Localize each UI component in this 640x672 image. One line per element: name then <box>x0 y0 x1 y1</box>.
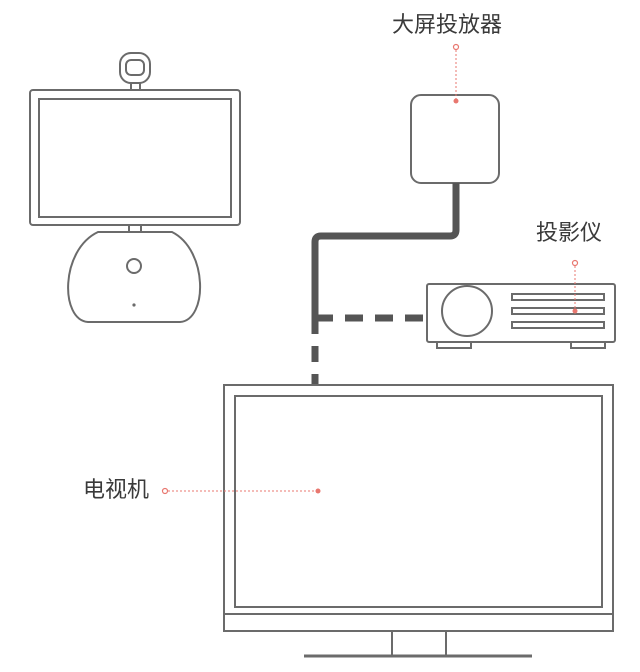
tv-label: 电视机 <box>83 478 150 503</box>
projector-foot <box>436 341 472 349</box>
tv-device <box>223 384 614 658</box>
leader-tv <box>161 487 321 495</box>
projector-vent <box>511 307 605 315</box>
projector-vent <box>511 293 605 301</box>
camera-icon <box>119 52 151 92</box>
projector-foot <box>570 341 606 349</box>
tv-screen <box>234 395 603 608</box>
leader-projector <box>571 259 579 314</box>
solid-cable <box>311 183 460 318</box>
screen-caster-label: 大屏投放器 <box>392 13 503 38</box>
robot-indicator <box>132 303 136 307</box>
leader-screen-caster <box>452 43 460 104</box>
robot-screen <box>38 98 232 218</box>
projector-device <box>426 283 616 349</box>
robot-sensor <box>126 258 142 274</box>
projector-vent <box>511 321 605 329</box>
robot-device <box>29 52 241 323</box>
robot-body <box>67 231 201 323</box>
projector-lens <box>441 285 493 337</box>
projector-label: 投影仪 <box>536 221 603 246</box>
screen-caster-device <box>410 94 500 184</box>
tv-stand-neck <box>391 630 447 657</box>
